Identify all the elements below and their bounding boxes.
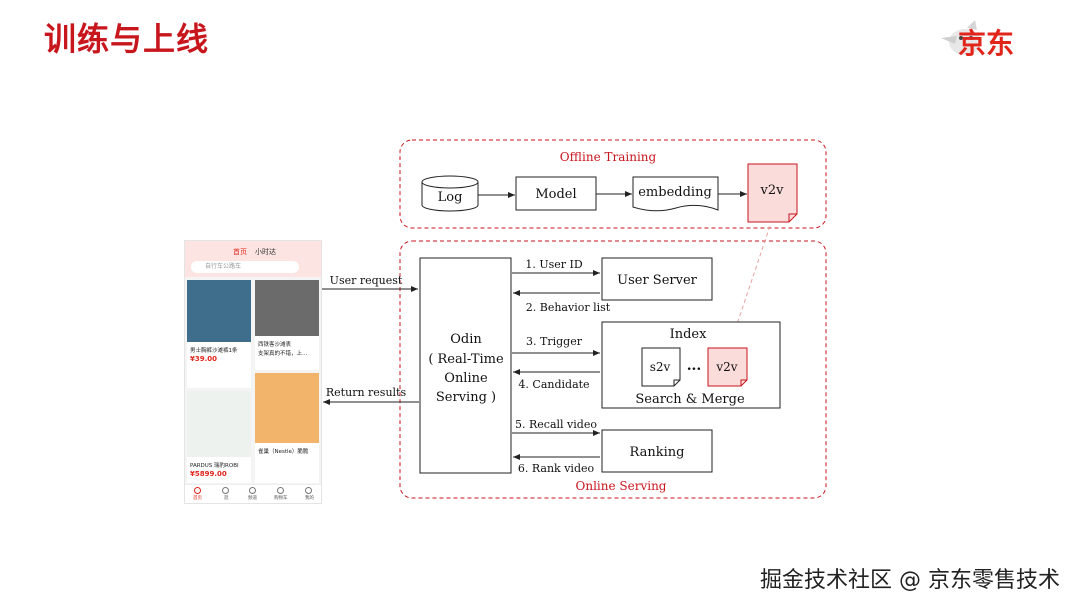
phone-card-1-price: ¥39.00 bbox=[190, 355, 218, 363]
nav-cart-label: 购物车 bbox=[274, 496, 288, 501]
phone-card-3-caption: PARDUS 瑞豹ROBI bbox=[190, 463, 239, 469]
s2v-document bbox=[641, 347, 681, 387]
recall-video-arrow-label: 5. Recall video bbox=[515, 418, 597, 431]
phone-card-4-caption: 雀巢（Nestle）脆脆 bbox=[258, 449, 309, 455]
user-server-label: User Server bbox=[617, 273, 698, 288]
v2v-index-label: v2v bbox=[715, 360, 737, 374]
v2v-offline-label: v2v bbox=[760, 183, 785, 198]
phone-card-3-price: ¥5899.00 bbox=[190, 470, 227, 478]
embedding-label: embedding bbox=[638, 185, 712, 200]
index-box bbox=[601, 321, 781, 409]
phone-card-2-caption: 西铁客沙滩表 bbox=[258, 342, 292, 348]
phone-card-2: 西铁客沙滩表 支架真的不错，上... bbox=[255, 280, 319, 370]
phone-card-1: 男士胸裤沙滩裤1条 ¥39.00 bbox=[187, 280, 251, 388]
nav-home-label: 首页 bbox=[193, 496, 202, 501]
phone-screenshot: 首页 小时达 自行车公路车 男士胸裤沙滩裤1条 ¥39.00 西铁客沙滩表 支架… bbox=[184, 240, 322, 504]
v2v-offline-document bbox=[747, 163, 798, 223]
rank-video-arrow-label: 6. Rank video bbox=[518, 462, 595, 475]
odin-box bbox=[419, 257, 512, 474]
index-label: Index bbox=[670, 327, 708, 342]
phone-tab-home: 首页 bbox=[233, 248, 247, 256]
phone-card-3: PARDUS 瑞豹ROBI ¥5899.00 bbox=[187, 391, 251, 483]
ranking-box bbox=[601, 429, 713, 473]
phone-search-bar: 自行车公路车 bbox=[191, 261, 299, 273]
index-ellipsis: ... bbox=[687, 358, 702, 374]
nav-profile-icon bbox=[305, 487, 312, 494]
offline-training-label: Offline Training bbox=[560, 150, 657, 164]
log-cylinder bbox=[421, 175, 479, 212]
phone-bottom-nav: 首页 逛 频道 购物车 我的 bbox=[185, 484, 321, 503]
nav-channel-icon bbox=[249, 487, 256, 494]
phone-card-1-caption: 男士胸裤沙滩裤1条 bbox=[190, 348, 238, 354]
phone-card-4: 雀巢（Nestle）脆脆 bbox=[255, 373, 319, 483]
watermark: 掘金技术社区 @ 京东零售技术 bbox=[760, 568, 1060, 593]
odin-line-4: Serving ) bbox=[436, 390, 496, 405]
nav-browse-label: 逛 bbox=[224, 496, 229, 501]
log-label: Log bbox=[438, 190, 463, 205]
nav-browse-icon bbox=[222, 487, 229, 494]
odin-line-2: ( Real-Time bbox=[428, 352, 504, 367]
v2v-index-document bbox=[707, 347, 748, 387]
user-id-arrow-label: 1. User ID bbox=[525, 258, 583, 271]
phone-tab-hourly: 小时达 bbox=[255, 248, 276, 256]
nav-channel-label: 频道 bbox=[248, 496, 257, 501]
candidate-arrow-label: 4. Candidate bbox=[518, 378, 589, 391]
ranking-label: Ranking bbox=[630, 445, 685, 460]
nav-cart-icon bbox=[277, 487, 284, 494]
nav-home-icon bbox=[194, 487, 201, 494]
search-merge-label: Search & Merge bbox=[635, 392, 745, 407]
online-serving-label: Online Serving bbox=[576, 479, 667, 493]
odin-line-3: Online bbox=[444, 371, 488, 386]
jd-mascot-icon bbox=[941, 20, 981, 55]
phone-card-2-subtitle: 支架真的不错，上... bbox=[258, 351, 308, 357]
user-server-box bbox=[601, 257, 713, 301]
model-box bbox=[515, 176, 597, 211]
trigger-arrow-label: 3. Trigger bbox=[526, 335, 583, 348]
nav-profile-label: 我的 bbox=[305, 496, 314, 501]
return-results-label: Return results bbox=[326, 386, 407, 399]
behavior-list-arrow-label: 2. Behavior list bbox=[526, 301, 611, 314]
slide-title: 训练与上线 bbox=[44, 20, 210, 58]
phone-header: 首页 小时达 自行车公路车 bbox=[185, 241, 321, 277]
odin-line-1: Odin bbox=[450, 332, 482, 347]
model-label: Model bbox=[535, 187, 576, 202]
s2v-label: s2v bbox=[650, 360, 671, 374]
user-request-label: User request bbox=[330, 274, 403, 287]
jd-logo: 京东 bbox=[958, 27, 1015, 60]
embedding-document bbox=[632, 176, 719, 212]
